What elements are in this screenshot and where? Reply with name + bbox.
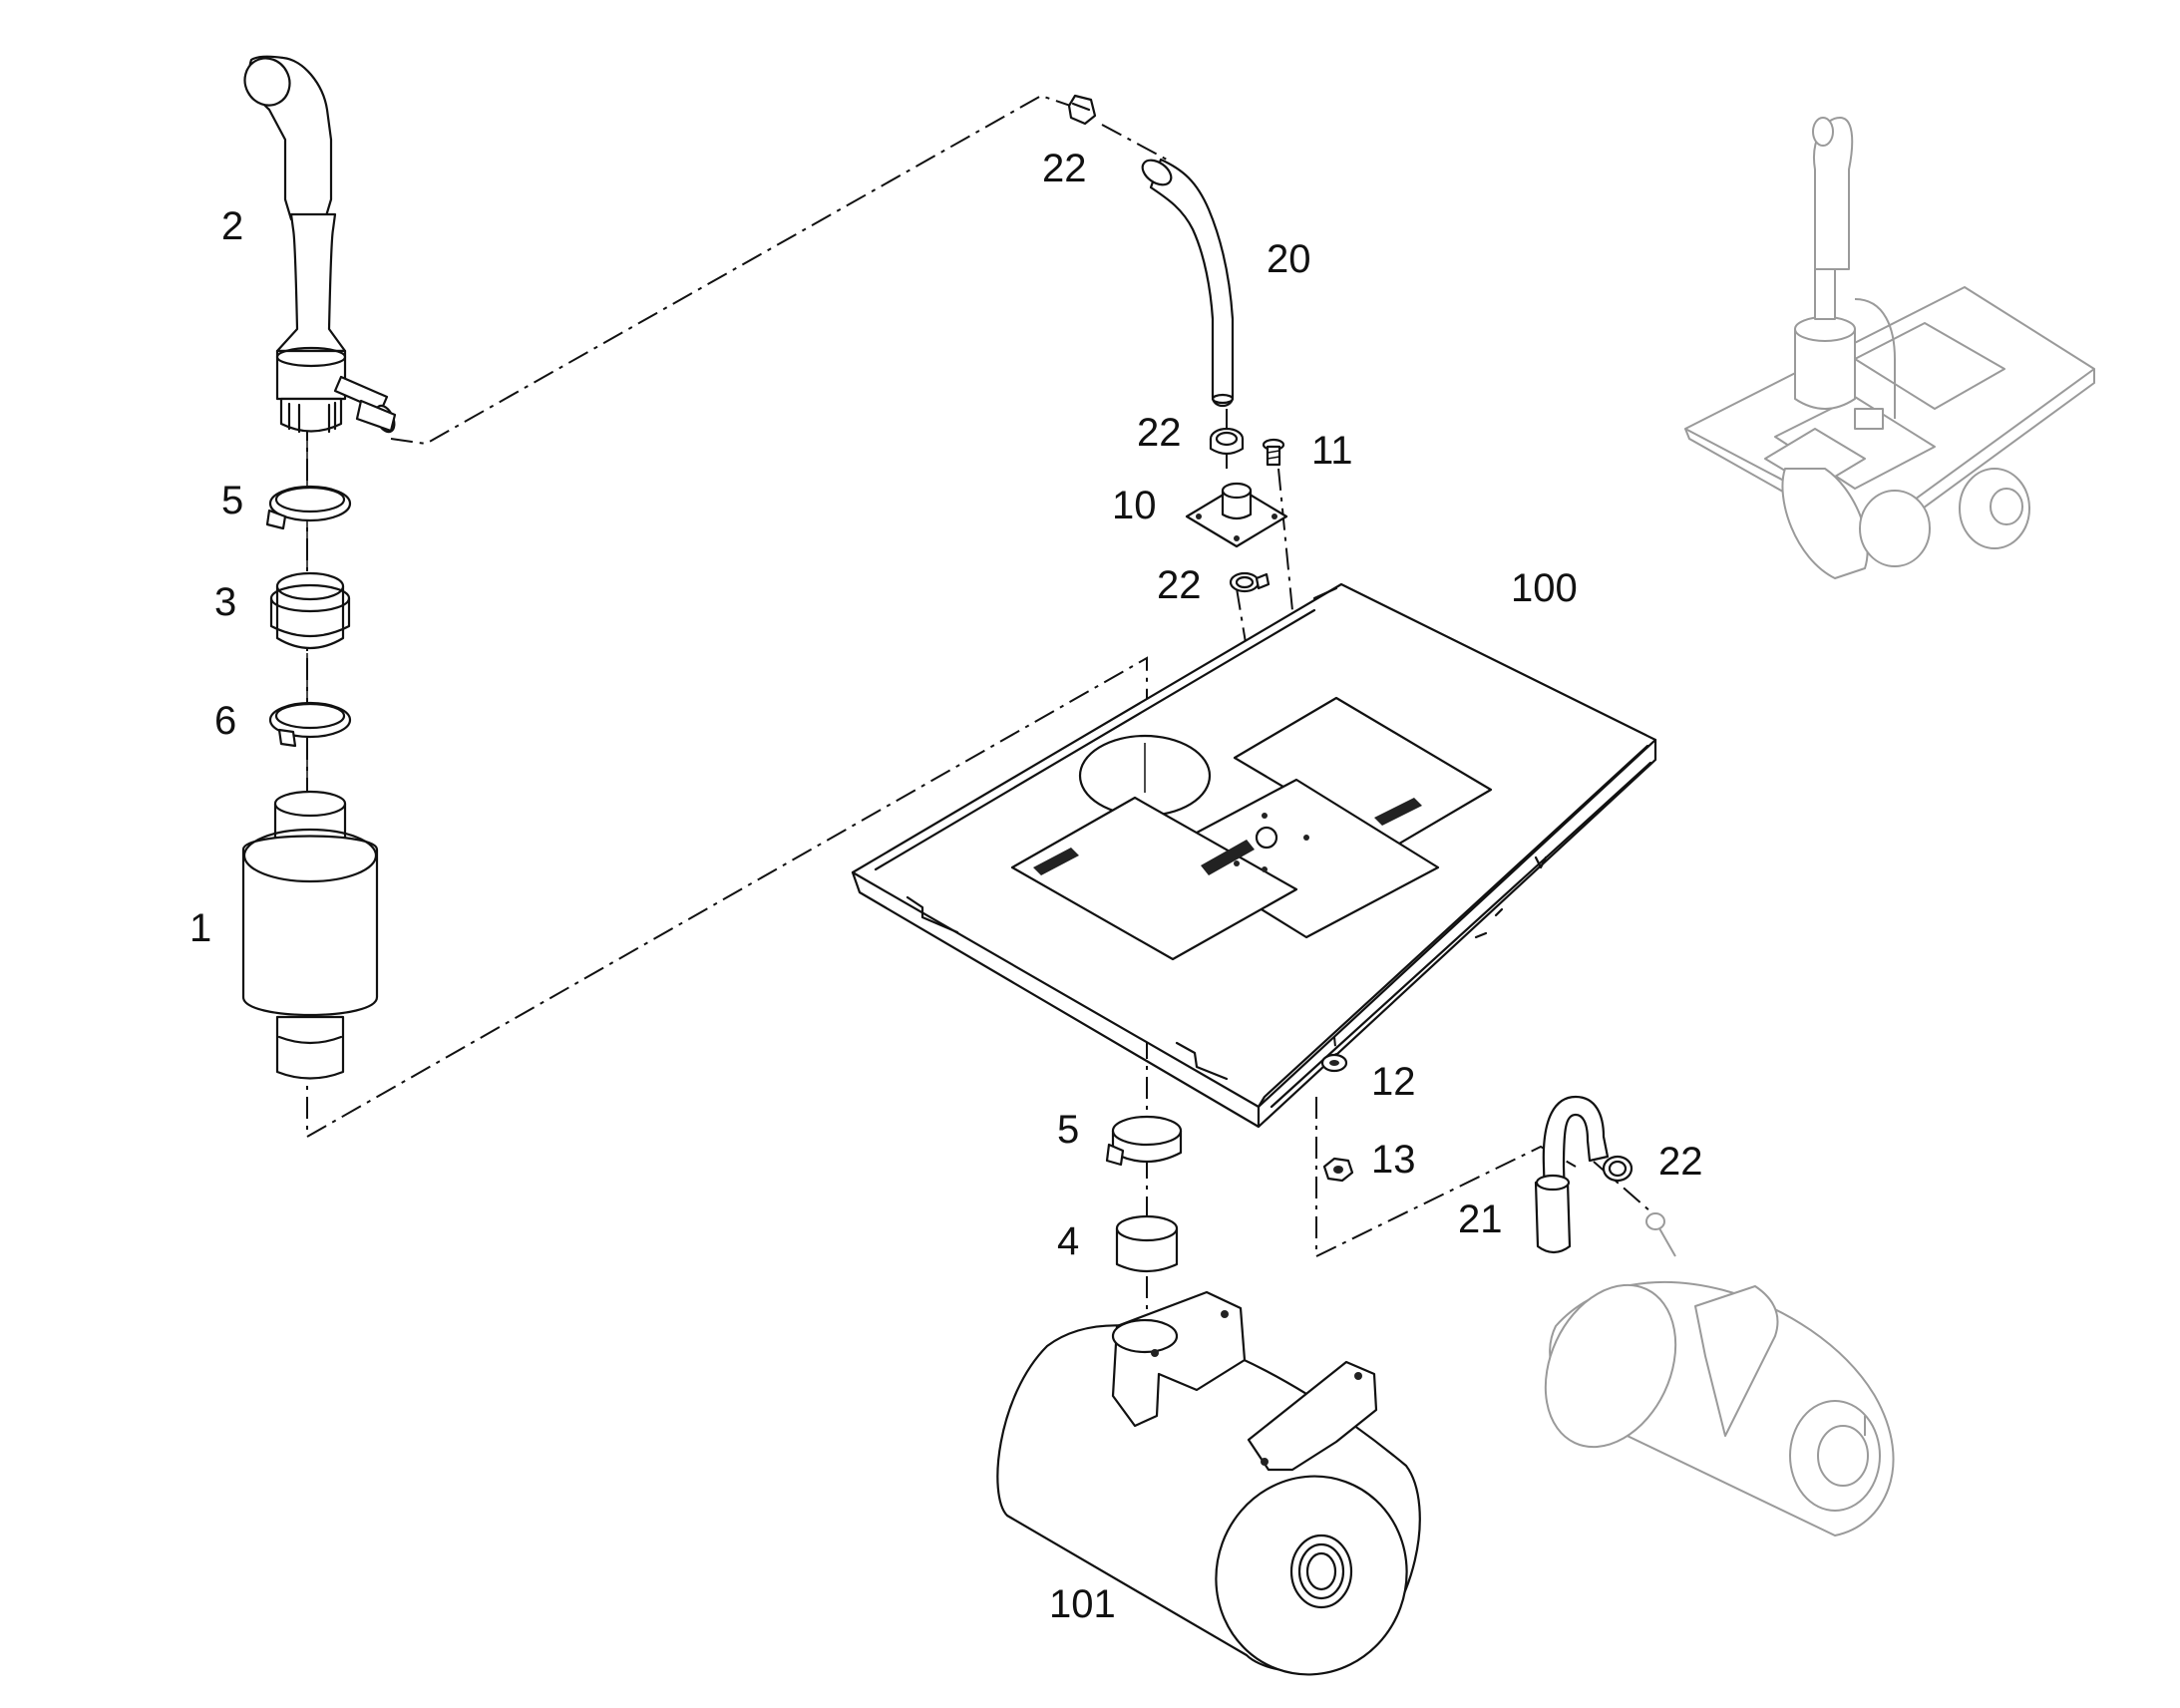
part-22-clamp-low bbox=[1229, 571, 1271, 593]
part-11-screw bbox=[1262, 438, 1285, 467]
part-13-nut bbox=[1322, 1157, 1354, 1183]
callout-2: 2 bbox=[221, 204, 243, 248]
ghosted-assembly-overview bbox=[1684, 117, 2095, 579]
callout-1: 1 bbox=[189, 906, 211, 950]
part-100-hood-cover bbox=[851, 582, 1657, 1129]
part-5-clamp-upper bbox=[265, 439, 352, 530]
part-6-clamp-lower bbox=[268, 653, 352, 788]
callout-22-right: 22 bbox=[1658, 1140, 1703, 1184]
callout-20: 20 bbox=[1267, 237, 1311, 281]
callout-22-low: 22 bbox=[1157, 563, 1202, 607]
callout-labels: 2 5 3 6 1 22 20 22 11 10 22 100 12 13 5 … bbox=[189, 147, 1703, 1626]
part-3-coupling bbox=[269, 520, 351, 649]
callout-22-top: 22 bbox=[1042, 147, 1087, 190]
part-2-exhaust-stack bbox=[243, 55, 397, 434]
ghosted-precleaner-reference bbox=[1544, 1212, 1895, 1537]
part-10-breather-plate bbox=[1185, 482, 1288, 548]
part-101-air-cleaner bbox=[996, 1290, 1421, 1676]
callout-3: 3 bbox=[214, 580, 236, 624]
part-4-sleeve bbox=[1115, 1214, 1179, 1273]
callout-21: 21 bbox=[1458, 1197, 1503, 1241]
callout-12: 12 bbox=[1371, 1060, 1416, 1104]
callout-5-lower: 5 bbox=[1057, 1108, 1079, 1152]
part-22-clamp-mid bbox=[1209, 427, 1245, 456]
callout-22-mid: 22 bbox=[1137, 411, 1182, 455]
callout-11: 11 bbox=[1311, 429, 1353, 473]
part-21-hose bbox=[1534, 1095, 1610, 1254]
part-12-washer bbox=[1320, 1053, 1348, 1073]
part-20-hose bbox=[1141, 158, 1235, 408]
part-1-muffler bbox=[241, 790, 379, 1080]
part-22-clamp-right bbox=[1602, 1155, 1634, 1183]
part-5-clamp-bottom bbox=[1105, 1115, 1183, 1167]
callout-101: 101 bbox=[1049, 1582, 1116, 1626]
part-22-clamp-top bbox=[1067, 94, 1097, 126]
callout-5-upper: 5 bbox=[221, 479, 243, 522]
callout-10: 10 bbox=[1112, 484, 1157, 527]
callout-6: 6 bbox=[214, 699, 236, 743]
callout-4: 4 bbox=[1057, 1219, 1079, 1263]
callout-100: 100 bbox=[1511, 566, 1578, 610]
callout-13: 13 bbox=[1371, 1138, 1416, 1182]
